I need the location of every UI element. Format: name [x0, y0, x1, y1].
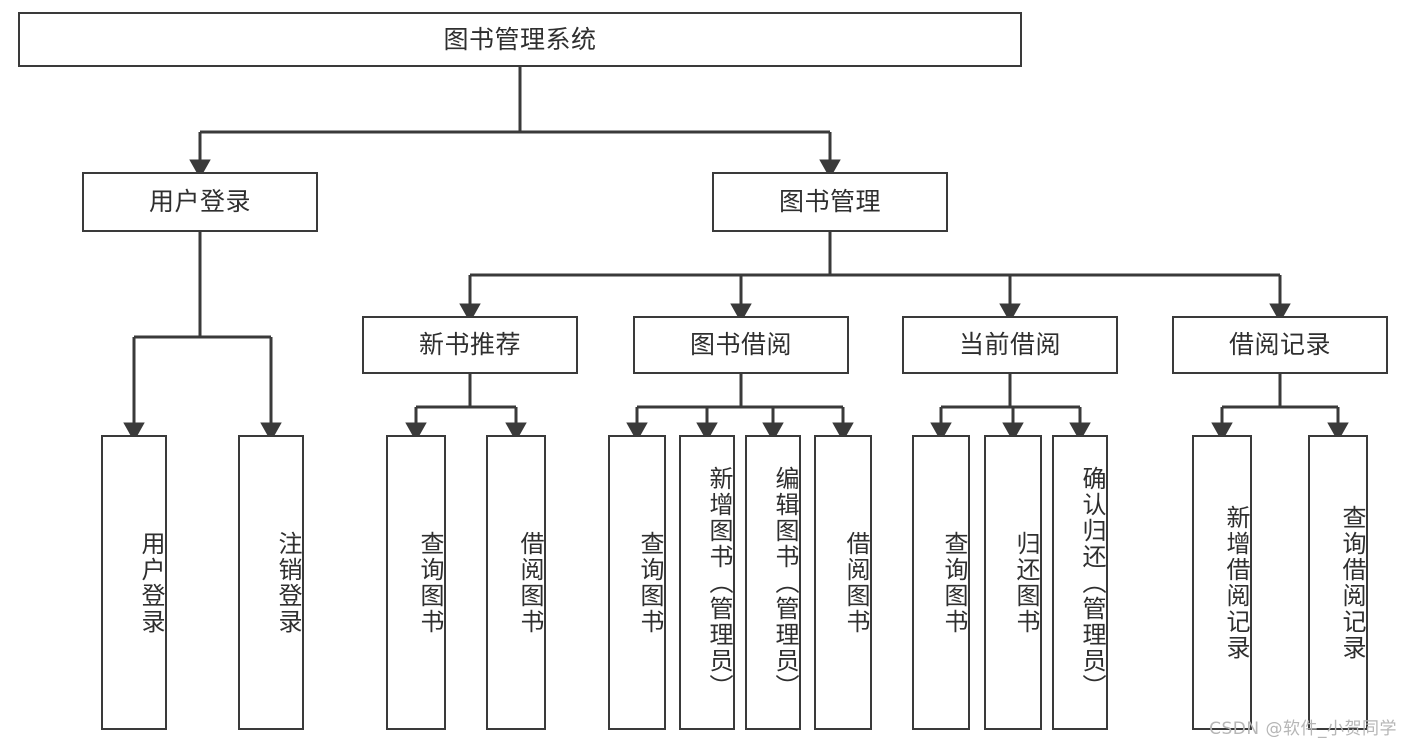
node-current-borrow-label: 当前借阅 — [958, 330, 1061, 360]
node-leaf-rec-borrow-label: 借阅图书 — [516, 530, 544, 635]
node-leaf-rec-query[interactable]: 查询图书 — [386, 435, 446, 730]
node-new-book-rec[interactable]: 新书推荐 — [362, 316, 578, 374]
node-user-login[interactable]: 用户登录 — [82, 172, 318, 232]
node-leaf-user-login[interactable]: 用户登录 — [101, 435, 167, 730]
node-user-login-label: 用户登录 — [148, 187, 251, 217]
node-leaf-cur-confirm-label: 确认归还（管理员） — [1078, 465, 1106, 700]
node-leaf-rec-add[interactable]: 新增借阅记录 — [1192, 435, 1252, 730]
node-leaf-borrow-add[interactable]: 新增图书（管理员） — [679, 435, 735, 730]
watermark: CSDN @软件_小贺同学 — [1209, 719, 1397, 739]
node-leaf-borrow-edit-label: 编辑图书（管理员） — [771, 465, 799, 700]
node-leaf-borrow-query-label: 查询图书 — [636, 530, 664, 635]
node-leaf-borrow-lend[interactable]: 借阅图书 — [814, 435, 872, 730]
node-leaf-rec-query2[interactable]: 查询借阅记录 — [1308, 435, 1368, 730]
node-leaf-borrow-add-label: 新增图书（管理员） — [705, 465, 733, 700]
node-book-manage-label: 图书管理 — [778, 187, 881, 217]
node-leaf-rec-query2-label: 查询借阅记录 — [1338, 504, 1366, 661]
node-borrow-record[interactable]: 借阅记录 — [1172, 316, 1388, 374]
node-root[interactable]: 图书管理系统 — [18, 12, 1022, 67]
node-book-borrow[interactable]: 图书借阅 — [633, 316, 849, 374]
node-leaf-rec-query-label: 查询图书 — [416, 530, 444, 635]
node-new-book-rec-label: 新书推荐 — [418, 330, 521, 360]
node-leaf-borrow-lend-label: 借阅图书 — [842, 530, 870, 635]
node-leaf-rec-add-label: 新增借阅记录 — [1222, 504, 1250, 661]
node-leaf-user-login-label: 用户登录 — [137, 530, 165, 635]
node-book-manage[interactable]: 图书管理 — [712, 172, 948, 232]
node-leaf-cur-query[interactable]: 查询图书 — [912, 435, 970, 730]
node-leaf-cur-query-label: 查询图书 — [940, 530, 968, 635]
node-current-borrow[interactable]: 当前借阅 — [902, 316, 1118, 374]
node-leaf-borrow-edit[interactable]: 编辑图书（管理员） — [745, 435, 801, 730]
node-leaf-user-logout-label: 注销登录 — [274, 530, 302, 635]
node-leaf-borrow-query[interactable]: 查询图书 — [608, 435, 666, 730]
node-leaf-cur-return-label: 归还图书 — [1012, 530, 1040, 635]
node-leaf-rec-borrow[interactable]: 借阅图书 — [486, 435, 546, 730]
node-leaf-cur-return[interactable]: 归还图书 — [984, 435, 1042, 730]
node-borrow-record-label: 借阅记录 — [1228, 330, 1331, 360]
node-book-borrow-label: 图书借阅 — [689, 330, 792, 360]
node-leaf-user-logout[interactable]: 注销登录 — [238, 435, 304, 730]
node-root-label: 图书管理系统 — [443, 24, 597, 54]
node-leaf-cur-confirm[interactable]: 确认归还（管理员） — [1052, 435, 1108, 730]
